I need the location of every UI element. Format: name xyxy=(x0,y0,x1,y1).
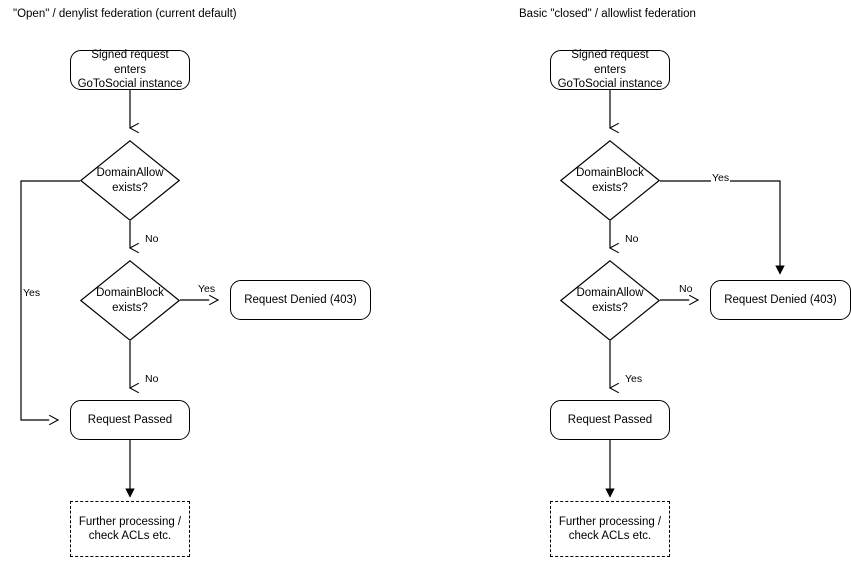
node-right-further-processing-label: Further processing / check ACLs etc. xyxy=(558,515,662,543)
node-right-domainblock-label: DomainBlock exists? xyxy=(576,167,644,194)
node-right-request-denied-label: Request Denied (403) xyxy=(724,293,837,306)
edge-label-right-allow-no: No xyxy=(678,283,694,295)
edge-label-left-block-no: No xyxy=(144,373,160,385)
node-right-start: Signed request enters GoToSocial instanc… xyxy=(550,49,670,91)
node-left-domainblock: DomainBlock exists? xyxy=(79,260,181,341)
node-right-request-passed-label: Request Passed xyxy=(567,413,653,426)
node-left-further-processing: Further processing / check ACLs etc. xyxy=(70,501,190,557)
node-right-request-passed: Request Passed xyxy=(550,400,670,440)
edge-right-block-yes-to-denied xyxy=(660,180,780,274)
edge-label-left-block-yes: Yes xyxy=(197,283,217,295)
page-title-denylist: "Open" / denylist federation (current de… xyxy=(13,8,237,20)
diamond-shape xyxy=(559,140,661,221)
node-left-domainblock-label: DomainBlock exists? xyxy=(96,287,164,314)
edge-left-allow-yes-to-passed xyxy=(20,180,80,426)
node-left-request-passed-label: Request Passed xyxy=(87,413,173,426)
edge-label-right-block-no: No xyxy=(624,233,640,245)
node-left-further-processing-label: Further processing / check ACLs etc. xyxy=(78,515,182,543)
node-left-start: Signed request enters GoToSocial instanc… xyxy=(70,49,190,91)
node-right-further-processing: Further processing / check ACLs etc. xyxy=(550,501,670,557)
node-right-request-denied: Request Denied (403) xyxy=(710,280,851,320)
node-right-start-label: Signed request enters GoToSocial instanc… xyxy=(557,49,663,91)
node-right-domainallow-label: DomainAllow exists? xyxy=(576,287,644,314)
edge-label-right-block-yes: Yes xyxy=(711,172,731,184)
node-left-request-denied: Request Denied (403) xyxy=(230,280,371,320)
node-left-request-passed: Request Passed xyxy=(70,400,190,440)
edge-label-right-allow-yes: Yes xyxy=(624,373,644,385)
diamond-shape xyxy=(559,260,661,341)
node-right-domainblock: DomainBlock exists? xyxy=(559,140,661,221)
node-left-domainallow-label: DomainAllow exists? xyxy=(96,167,164,194)
node-right-domainallow: DomainAllow exists? xyxy=(559,260,661,341)
edge-label-left-allow-yes: Yes xyxy=(22,287,42,299)
node-left-request-denied-label: Request Denied (403) xyxy=(244,293,357,306)
edge-label-left-allow-no: No xyxy=(144,233,160,245)
node-left-domainallow: DomainAllow exists? xyxy=(79,140,181,221)
page-title-allowlist: Basic "closed" / allowlist federation xyxy=(519,8,696,20)
diamond-shape xyxy=(79,260,181,341)
node-left-start-label: Signed request enters GoToSocial instanc… xyxy=(77,49,183,91)
diamond-shape xyxy=(79,140,181,221)
